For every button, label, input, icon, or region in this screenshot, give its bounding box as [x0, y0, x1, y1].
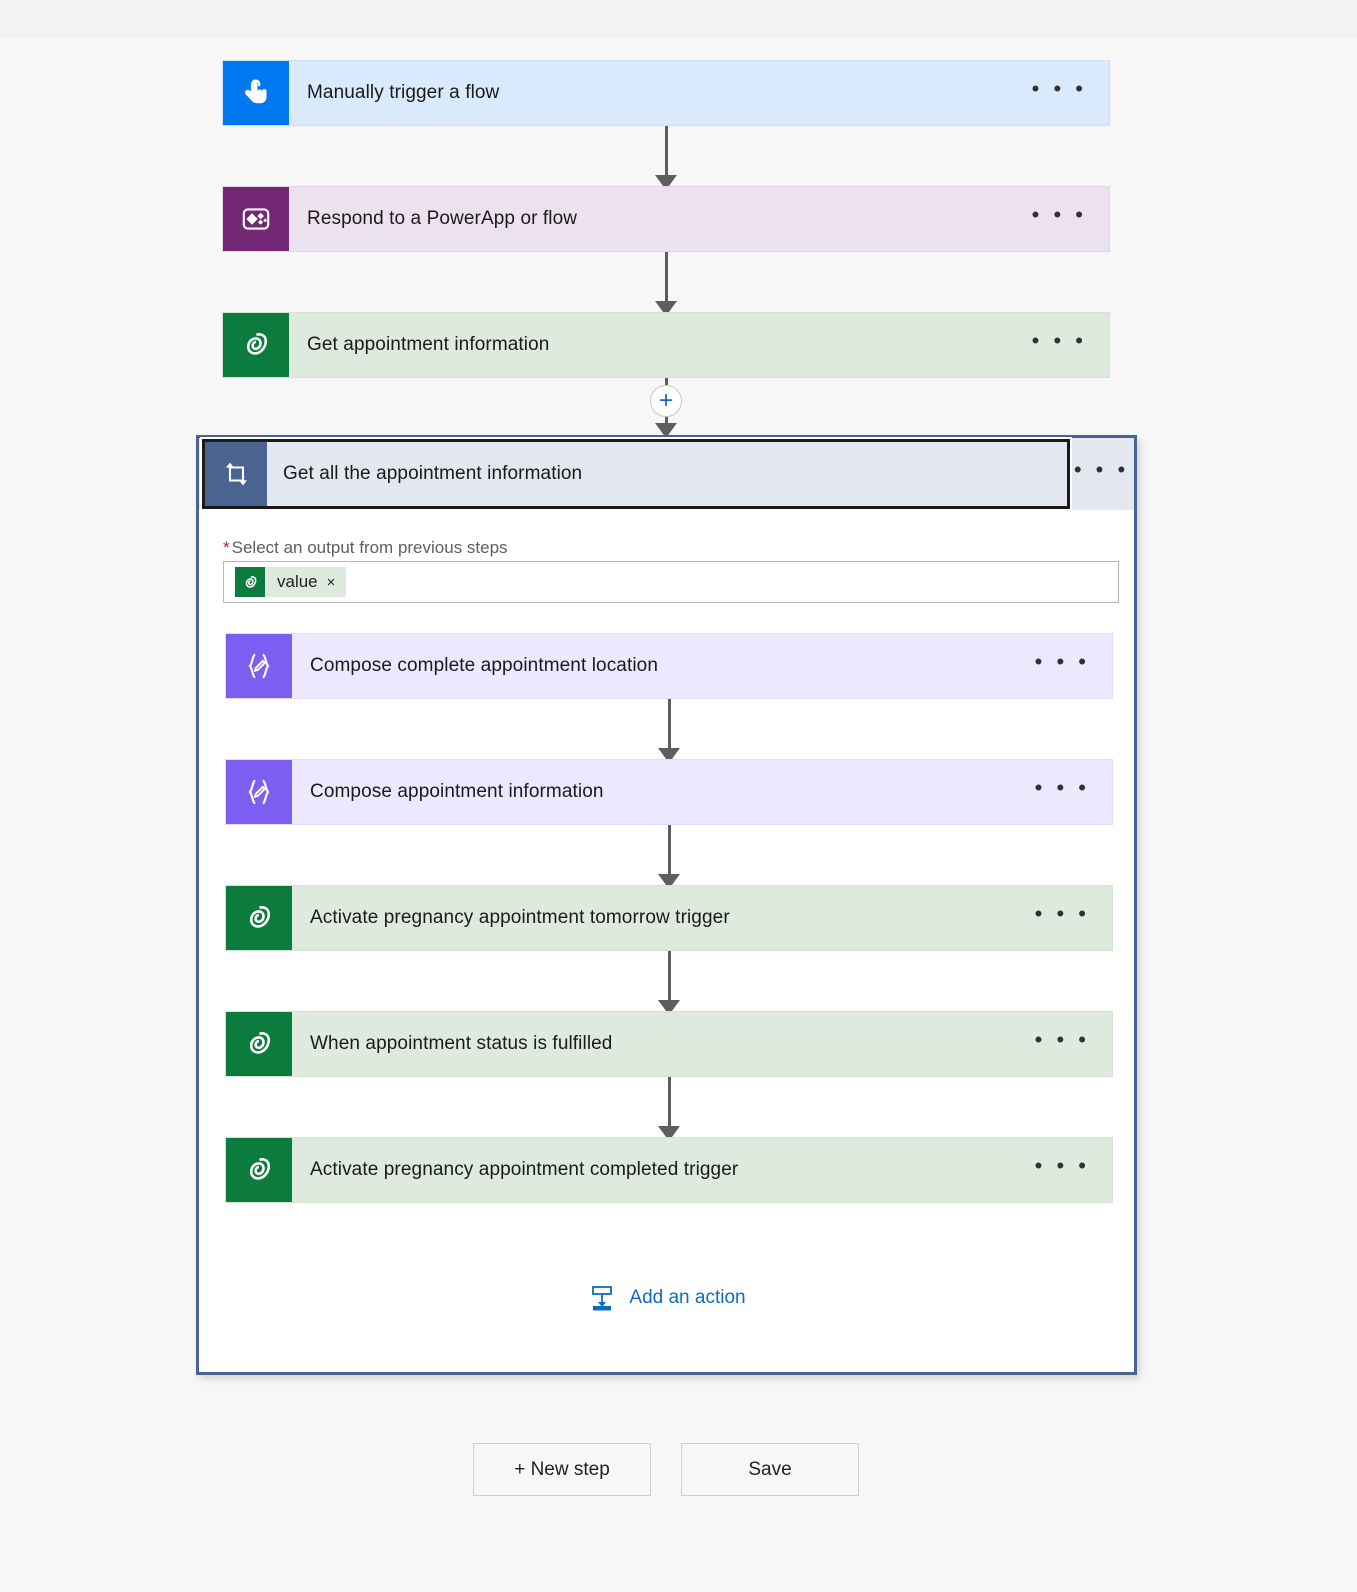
card-title: When appointment status is fulfilled — [310, 1033, 613, 1054]
card-body: Get appointment information • • • — [289, 313, 1109, 377]
card-body: Activate pregnancy appointment tomorrow … — [292, 886, 1112, 950]
connector-arrow — [657, 825, 681, 889]
apply-to-each-loop-container[interactable]: Get all the appointment information • • … — [196, 435, 1137, 1375]
flow-step-card-respond-powerapp[interactable]: Respond to a PowerApp or flow • • • — [222, 186, 1110, 252]
card-menu-button[interactable]: • • • — [1034, 649, 1090, 674]
dataverse-icon — [226, 886, 292, 950]
add-an-action-button[interactable]: Add an action — [199, 1283, 1134, 1313]
connector-arrow — [657, 1077, 681, 1141]
save-button[interactable]: Save — [681, 1443, 859, 1496]
dataverse-icon — [226, 1012, 292, 1076]
plus-glyph: + — [658, 387, 673, 414]
card-menu-button[interactable]: • • • — [1034, 775, 1090, 800]
card-body: Get all the appointment information — [267, 442, 1067, 506]
dataverse-icon — [226, 1138, 292, 1202]
dataverse-icon — [223, 313, 289, 377]
powerapps-icon — [223, 187, 289, 251]
card-title: Manually trigger a flow — [307, 82, 500, 103]
loop-header-card-selected[interactable]: Get all the appointment information — [202, 439, 1070, 509]
card-title: Get appointment information — [307, 334, 550, 355]
loop-action-card-activate-tomorrow-trigger[interactable]: Activate pregnancy appointment tomorrow … — [225, 885, 1113, 951]
compose-icon — [226, 634, 292, 698]
compose-icon — [226, 760, 292, 824]
dynamic-content-token[interactable]: value × — [235, 567, 347, 597]
card-title: Compose appointment information — [310, 781, 604, 802]
card-menu-button[interactable]: • • • — [1031, 76, 1087, 101]
insert-step-plus-icon[interactable]: + — [650, 385, 682, 417]
dataverse-icon — [235, 567, 265, 597]
loop-repeat-icon — [205, 442, 267, 506]
card-body: Compose complete appointment location • … — [292, 634, 1112, 698]
card-menu-button[interactable]: • • • — [1031, 202, 1087, 227]
card-title: Activate pregnancy appointment completed… — [310, 1159, 739, 1180]
loop-title: Get all the appointment information — [283, 463, 583, 484]
loop-action-card-activate-completed-trigger[interactable]: Activate pregnancy appointment completed… — [225, 1137, 1113, 1203]
card-menu-button[interactable]: • • • — [1034, 1027, 1090, 1052]
top-strip — [0, 0, 1357, 38]
required-marker: * — [223, 538, 230, 557]
add-action-label: Add an action — [629, 1287, 746, 1308]
connector-arrow — [657, 699, 681, 763]
connector-arrow — [654, 252, 678, 316]
card-body: Compose appointment information • • • — [292, 760, 1112, 824]
card-body: Respond to a PowerApp or flow • • • — [289, 187, 1109, 251]
output-field-label: *Select an output from previous steps — [223, 538, 508, 558]
card-body: When appointment status is fulfilled • •… — [292, 1012, 1112, 1076]
connector-arrow — [654, 126, 678, 190]
card-body: Activate pregnancy appointment completed… — [292, 1138, 1112, 1202]
loop-menu-glyph: • • • — [1073, 457, 1130, 482]
card-menu-button[interactable]: • • • — [1034, 1153, 1090, 1178]
loop-menu-button[interactable]: • • • — [1069, 438, 1134, 510]
card-menu-button[interactable]: • • • — [1031, 328, 1087, 353]
card-title: Activate pregnancy appointment tomorrow … — [310, 907, 730, 928]
loop-action-card-when-status-fulfilled[interactable]: When appointment status is fulfilled • •… — [225, 1011, 1113, 1077]
flow-step-card-manually-trigger[interactable]: Manually trigger a flow • • • — [222, 60, 1110, 126]
new-step-button[interactable]: + New step — [473, 1443, 651, 1496]
add-action-icon — [587, 1283, 617, 1313]
card-title: Respond to a PowerApp or flow — [307, 208, 578, 229]
output-field-label-text: Select an output from previous steps — [231, 538, 508, 557]
card-title: Compose complete appointment location — [310, 655, 659, 676]
card-menu-button[interactable]: • • • — [1034, 901, 1090, 926]
token-label: value — [277, 572, 318, 591]
loop-action-card-compose-location[interactable]: Compose complete appointment location • … — [225, 633, 1113, 699]
output-select-input[interactable]: value × — [223, 561, 1119, 603]
token-remove-icon[interactable]: × — [326, 573, 336, 591]
loop-action-card-compose-appointment-information[interactable]: Compose appointment information • • • — [225, 759, 1113, 825]
hand-tap-icon — [223, 61, 289, 125]
card-body: Manually trigger a flow • • • — [289, 61, 1109, 125]
connector-arrow — [657, 951, 681, 1015]
flow-step-card-get-appointment-information[interactable]: Get appointment information • • • — [222, 312, 1110, 378]
